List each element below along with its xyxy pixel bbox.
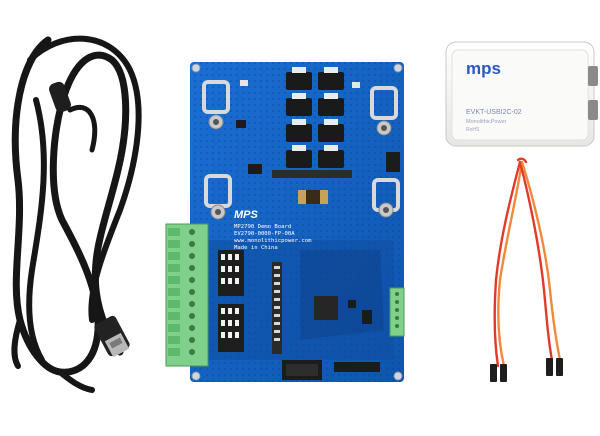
wire-connectors — [490, 358, 563, 382]
usb-plug — [94, 315, 130, 358]
header-pins — [272, 262, 282, 354]
cell-terminal-block — [165, 223, 209, 367]
dip-switches — [218, 250, 244, 352]
board-origin: Made in China — [234, 245, 278, 251]
adapter-model: EVKT-USBI2C-02 — [466, 109, 522, 116]
small-components — [236, 80, 400, 174]
usb-i2c-adapter: mps EVKT-USBI2C-02 MonolithicPower RoHS — [445, 41, 598, 147]
controller-ic — [314, 296, 372, 324]
adapter-suffix: RoHS — [466, 127, 480, 133]
mosfet-array — [272, 67, 352, 178]
power-terminals — [202, 80, 400, 220]
ferrite-bead — [49, 81, 71, 113]
board-website: www.monolithicpower.com — [234, 238, 312, 244]
shunt-resistor — [298, 190, 328, 204]
board-brand: MPS — [234, 209, 259, 221]
adapter-maker: MonolithicPower — [466, 119, 507, 125]
board-title: MP2790 Demo Board — [234, 224, 291, 230]
jumper-wires — [493, 157, 562, 368]
board-silkscreen: MPS MP2790 Demo Board EV2790-0000-FP-00A… — [234, 209, 312, 251]
bottom-connectors — [282, 360, 380, 380]
usb-cable — [11, 35, 142, 393]
adapter-logo: mps — [466, 59, 501, 78]
right-terminal-block — [389, 287, 405, 337]
board-part-number: EV2790-0000-FP-00A — [234, 231, 295, 237]
